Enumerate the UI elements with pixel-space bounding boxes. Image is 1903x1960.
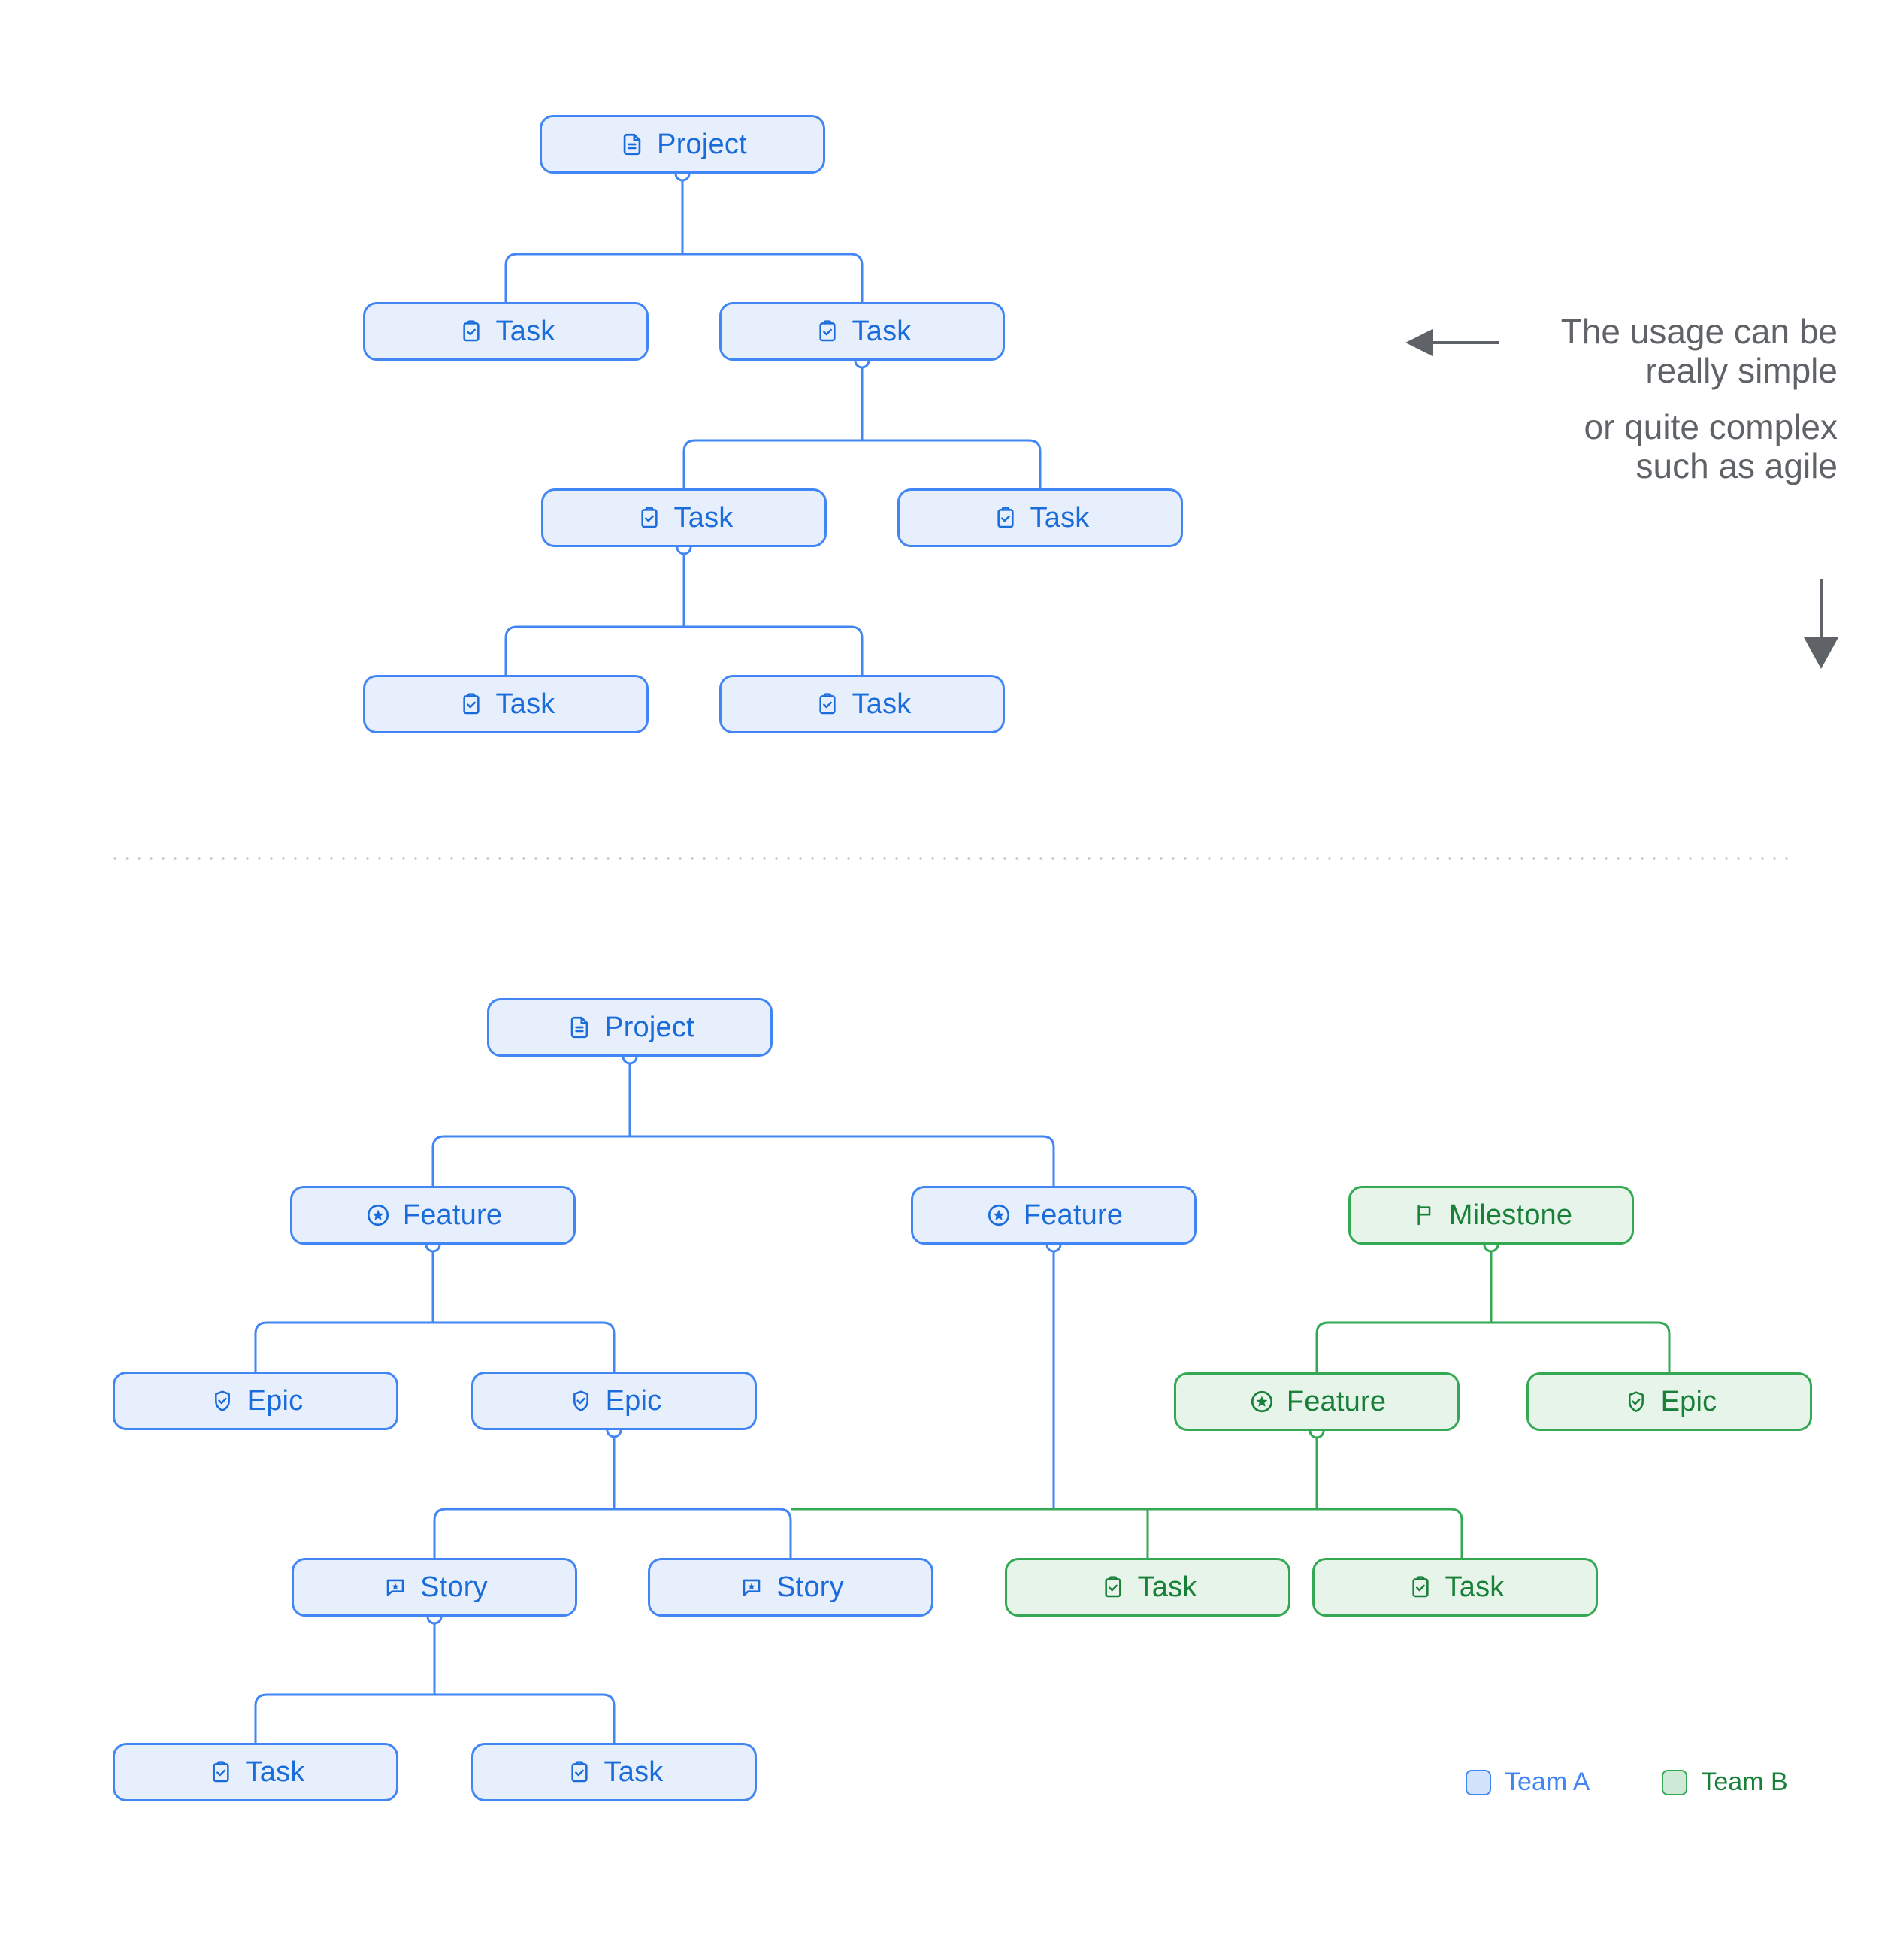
- star-circle-icon: [985, 1201, 1013, 1230]
- node-feature[interactable]: Feature: [290, 1186, 576, 1245]
- document-icon: [565, 1013, 594, 1042]
- node-task[interactable]: Task: [1312, 1558, 1598, 1617]
- annotation-text: The usage can be really simple or quite …: [1496, 312, 1838, 486]
- shield-check-icon: [208, 1387, 237, 1415]
- node-label: Feature: [402, 1199, 503, 1231]
- edge-project-tasks: [504, 174, 864, 302]
- node-task[interactable]: Task: [113, 1743, 398, 1801]
- legend-label: Team B: [1701, 1768, 1788, 1796]
- node-label: Feature: [1023, 1199, 1124, 1231]
- node-label: Task: [673, 502, 734, 534]
- edge-feature1-epics: [254, 1245, 616, 1372]
- annotation-line-3: or quite complex: [1584, 407, 1838, 446]
- node-story[interactable]: Story: [648, 1558, 933, 1617]
- node-epic[interactable]: Epic: [1526, 1372, 1812, 1431]
- edge-epic2-stories: [433, 1430, 792, 1558]
- clipboard-check-icon: [635, 504, 664, 532]
- clipboard-check-icon: [565, 1758, 594, 1786]
- node-project[interactable]: Project: [540, 115, 825, 174]
- edges-simple: [504, 174, 1042, 675]
- node-label: Milestone: [1448, 1199, 1573, 1231]
- node-label: Task: [852, 688, 912, 720]
- clipboard-check-icon: [813, 317, 842, 346]
- square-swatch-blue-icon: [1466, 1769, 1491, 1795]
- node-project[interactable]: Project: [487, 998, 773, 1057]
- node-task[interactable]: Task: [471, 1743, 757, 1801]
- node-task[interactable]: Task: [897, 488, 1183, 547]
- legend-label: Team A: [1505, 1768, 1590, 1796]
- node-label: Project: [657, 129, 747, 160]
- node-label: Task: [1030, 502, 1090, 534]
- node-task[interactable]: Task: [719, 302, 1005, 361]
- node-label: Story: [776, 1571, 844, 1603]
- clipboard-check-icon: [457, 690, 486, 718]
- edge-green-bus: [791, 1508, 1463, 1558]
- edge-task2-children: [682, 361, 1042, 488]
- node-label: Task: [1137, 1571, 1197, 1603]
- node-task[interactable]: Task: [1005, 1558, 1290, 1617]
- shield-check-icon: [1622, 1387, 1650, 1416]
- node-story[interactable]: Story: [292, 1558, 577, 1617]
- annotation-spacer: [1496, 391, 1838, 407]
- star-circle-icon: [1248, 1387, 1276, 1416]
- clipboard-check-icon: [813, 690, 842, 718]
- node-label: Task: [604, 1756, 664, 1788]
- clipboard-check-icon: [1099, 1573, 1127, 1602]
- node-task[interactable]: Task: [363, 675, 649, 733]
- node-label: Task: [495, 688, 555, 720]
- node-feature[interactable]: Feature: [911, 1186, 1197, 1245]
- legend-item-team-b[interactable]: Team B: [1662, 1768, 1788, 1797]
- legend: Team A Team B: [1466, 1768, 1788, 1797]
- annotation-line-2: really simple: [1645, 351, 1838, 391]
- edge-story1-tasks: [254, 1617, 616, 1743]
- shield-check-icon: [567, 1387, 595, 1415]
- story-bubble-icon: [737, 1573, 766, 1602]
- arrow-down-icon: [1804, 637, 1838, 669]
- clipboard-check-icon: [457, 317, 486, 346]
- section-divider: [109, 857, 1794, 860]
- node-label: Task: [852, 316, 912, 347]
- node-task[interactable]: Task: [363, 302, 649, 361]
- edge-project-features: [431, 1057, 1055, 1186]
- node-label: Epic: [1660, 1386, 1717, 1417]
- node-label: Task: [245, 1756, 305, 1788]
- clipboard-check-icon: [207, 1758, 235, 1786]
- clipboard-check-icon: [1406, 1573, 1435, 1602]
- node-task[interactable]: Task: [719, 675, 1005, 733]
- star-circle-icon: [364, 1201, 392, 1230]
- node-label: Task: [1445, 1571, 1505, 1603]
- node-epic[interactable]: Epic: [113, 1372, 398, 1430]
- node-feature[interactable]: Feature: [1174, 1372, 1460, 1431]
- clipboard-check-icon: [991, 504, 1020, 532]
- legend-item-team-a[interactable]: Team A: [1466, 1768, 1590, 1797]
- edge-task3-children: [504, 547, 864, 675]
- node-task[interactable]: Task: [541, 488, 827, 547]
- flag-icon: [1410, 1201, 1439, 1230]
- node-label: Feature: [1286, 1386, 1387, 1417]
- annotation-line-1: The usage can be: [1560, 312, 1838, 351]
- node-milestone[interactable]: Milestone: [1348, 1186, 1634, 1245]
- node-epic[interactable]: Epic: [471, 1372, 757, 1430]
- node-label: Epic: [247, 1385, 304, 1417]
- edge-milestone-children: [1315, 1245, 1671, 1372]
- node-label: Project: [604, 1012, 694, 1043]
- story-bubble-icon: [381, 1573, 410, 1602]
- node-label: Story: [420, 1571, 488, 1603]
- square-swatch-green-icon: [1662, 1769, 1688, 1795]
- node-label: Task: [495, 316, 555, 347]
- node-label: Epic: [605, 1385, 662, 1417]
- arrow-left-icon: [1405, 329, 1433, 356]
- document-icon: [618, 130, 646, 159]
- annotation-line-4: such as agile: [1635, 446, 1838, 486]
